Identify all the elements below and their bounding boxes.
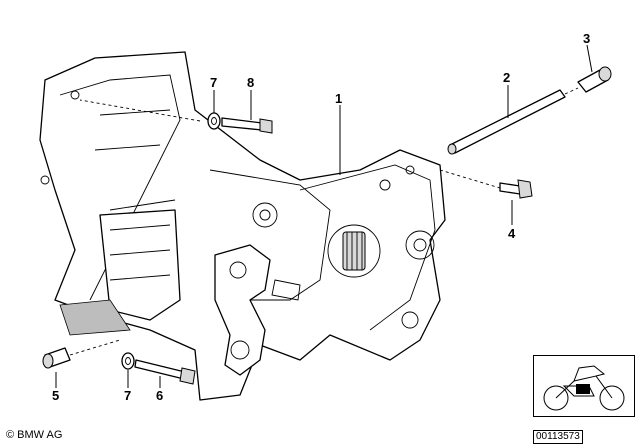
callout-3: 3 bbox=[583, 31, 590, 46]
callout-4: 4 bbox=[508, 226, 516, 241]
alignment-lines bbox=[69, 87, 579, 356]
washer-lower bbox=[121, 352, 135, 370]
hex-bolt bbox=[499, 179, 533, 199]
leader-lines bbox=[55, 44, 593, 388]
callout-7-lower: 7 bbox=[124, 388, 131, 403]
socket-screw bbox=[577, 66, 612, 93]
selector-bracket bbox=[214, 244, 301, 376]
bolt-lower bbox=[134, 359, 196, 385]
callout-5: 5 bbox=[52, 388, 59, 403]
motorcycle-thumbnail bbox=[533, 355, 635, 417]
reference-number: 00113573 bbox=[533, 430, 583, 444]
callout-2: 2 bbox=[503, 70, 510, 85]
copyright-text: © BMW AG bbox=[6, 429, 63, 441]
long-shaft bbox=[447, 89, 566, 155]
motorcycle-thumbnail-icon bbox=[543, 365, 625, 411]
cap-screw bbox=[42, 347, 71, 369]
callout-6: 6 bbox=[156, 388, 163, 403]
bolt-upper bbox=[221, 117, 273, 134]
washer-upper bbox=[207, 112, 221, 130]
gearbox-housing bbox=[39, 51, 446, 401]
callout-7-upper: 7 bbox=[210, 75, 217, 90]
callout-1: 1 bbox=[335, 91, 342, 106]
callout-8: 8 bbox=[247, 75, 254, 90]
